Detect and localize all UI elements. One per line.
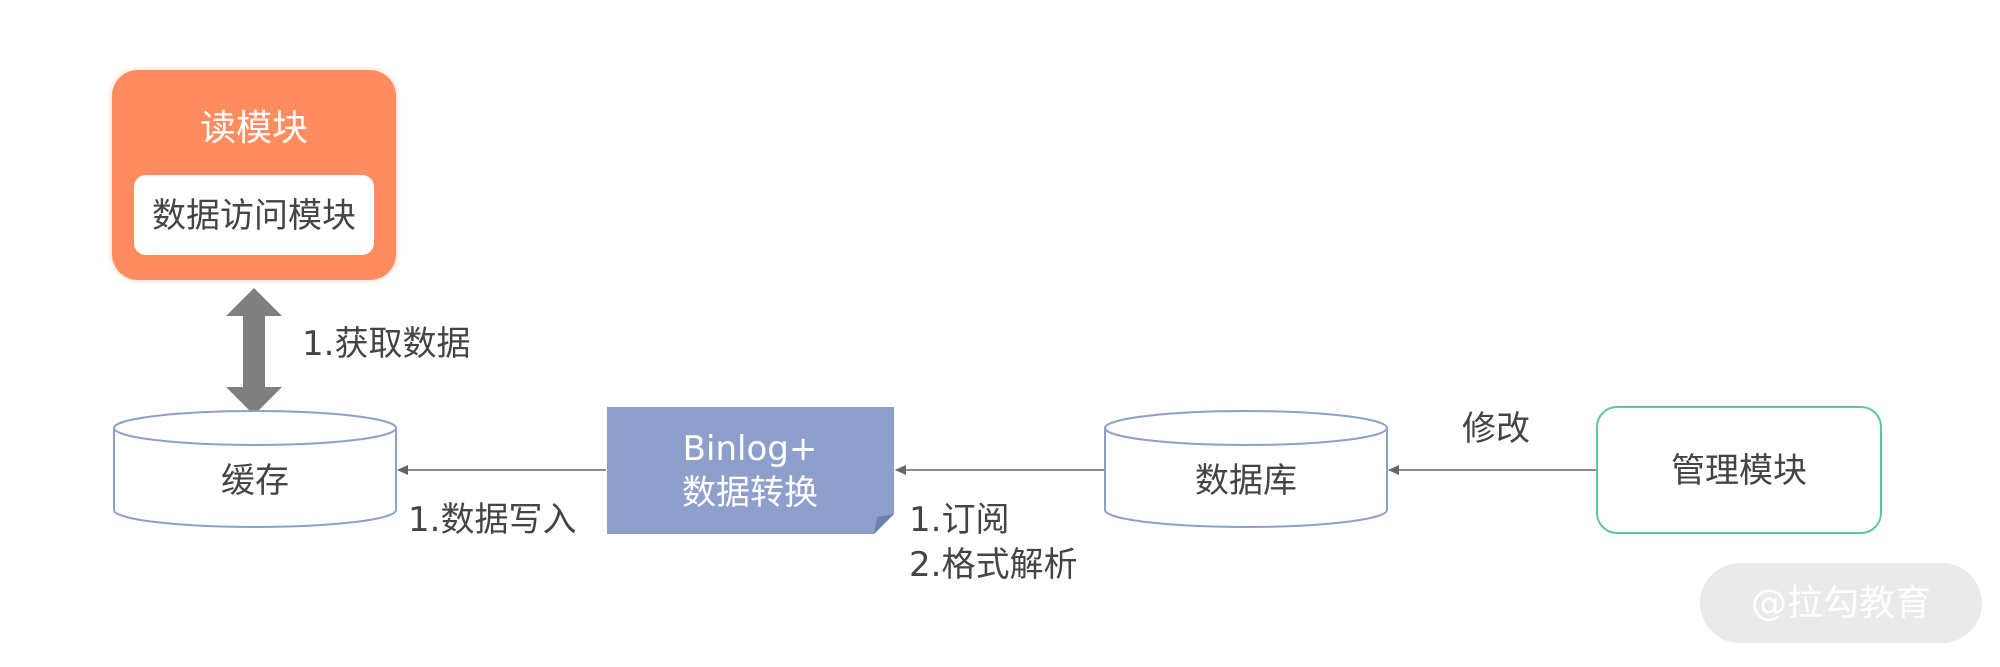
read-module: 读模块 数据访问模块 [112,70,396,280]
write-data-label: 1.数据写入 [408,500,576,540]
data-access-module-box [134,175,374,255]
get-data-label: 1.获取数据 [302,324,470,364]
admin-module-node: 管理模块 [1596,406,1882,534]
binlog-box [607,407,894,534]
binlog-label-line2: 数据转换 [682,473,818,513]
database-node: 数据库 [1104,410,1388,528]
data-access-module-label: 数据访问模块 [152,196,356,236]
database-cylinder-body [1104,428,1388,528]
database-cylinder-top [1104,410,1388,446]
cache-label: 缓存 [221,461,289,501]
admin-module-box [1596,406,1882,534]
subscribe-label: 1.订阅 [909,500,1009,540]
double-arrow-icon [226,288,282,415]
cache-cylinder-body [113,428,397,528]
get-data-arrow [226,288,282,415]
binlog-label-line1: Binlog+ [683,429,818,469]
parse-format-label: 2.格式解析 [909,545,1077,585]
database-label: 数据库 [1195,461,1297,501]
watermark-text: @拉勾教育 [1751,583,1931,624]
read-module-title: 读模块 [200,108,308,149]
binlog-folded-corner [874,514,894,534]
watermark: @拉勾教育 [1700,563,1982,643]
admin-module-label: 管理模块 [1671,451,1807,491]
watermark-pill [1700,563,1982,643]
cache-node: 缓存 [113,410,397,528]
modify-label: 修改 [1462,409,1530,449]
binlog-node: Binlog+ 数据转换 [607,407,894,534]
cache-cylinder-top [113,410,397,446]
